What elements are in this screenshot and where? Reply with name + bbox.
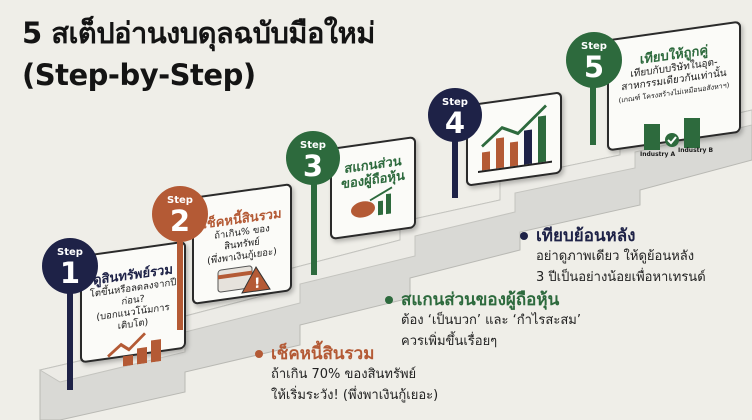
step-1-card: ดูสินทรัพย์รวม โตขึ้นหรือลดลงจากปีก่อน? …: [80, 240, 186, 367]
industry-a-label: Industry A: [640, 151, 676, 158]
industry-b-label: Industry B: [678, 147, 714, 154]
step-label: Step: [57, 247, 83, 258]
step-label: Step: [167, 195, 193, 206]
step-label: Step: [300, 140, 326, 151]
step-1-badge: Step 1: [42, 238, 98, 294]
page-subtitle: (Step-by-Step): [22, 58, 256, 92]
step-label: Step: [442, 97, 468, 108]
credit-card-warning-icon: !: [217, 265, 271, 294]
note-line: อย่าดูภาพเดียว ให้ดูย้อนหลัง: [536, 249, 695, 264]
note-heading: สแกนส่วนของผู้ถือหุ้น: [401, 290, 560, 310]
step-number: 4: [444, 106, 466, 140]
step-5-badge: Step 5: [566, 32, 622, 88]
step-4-pole: [452, 138, 458, 198]
step-1-pole: [67, 280, 73, 390]
bar-chart-growth-icon: [478, 104, 552, 174]
bullet-icon: [520, 232, 528, 240]
note-compare-history: เทียบย้อนหลัง อย่าดูภาพเดียว ให้ดูย้อนหล…: [520, 226, 706, 288]
step-number: 2: [169, 204, 191, 238]
svg-text:!: !: [254, 275, 260, 292]
bullet-icon: [255, 350, 263, 358]
step-3-badge: Step 3: [286, 131, 340, 185]
note-shareholder-equity: สแกนส่วนของผู้ถือหุ้น ต้อง ‘เป็นบวก’ และ…: [385, 290, 581, 352]
note-line: 3 ปีเป็นอย่างน้อยเพื่อหาเทรนด์: [536, 270, 706, 285]
step-3-card: สแกนส่วน ของผู้ถือหุ้น: [330, 135, 416, 241]
page-title: 5 สเต็ปอ่านงบดุลฉบับมือใหม่: [22, 16, 375, 50]
step-3-pole: [311, 180, 317, 275]
step-2-card: เช็คหนี้สินรวม ถ้าเกิน% ของสินทรัพย์ (พึ…: [192, 182, 292, 306]
step-number: 5: [583, 50, 605, 84]
note-total-liabilities: เช็คหนี้สินรวม ถ้าเกิน 70% ของสินทรัพย์ …: [255, 344, 438, 406]
step-number: 1: [59, 256, 81, 290]
step-4-badge: Step 4: [428, 88, 482, 142]
step-2-badge: Step 2: [152, 186, 208, 242]
step-label: Step: [581, 41, 607, 52]
step-5-pole: [590, 85, 596, 145]
note-line: ถ้าเกิน 70% ของสินทรัพย์: [271, 367, 417, 382]
step-2-pole: [177, 230, 183, 330]
piggy-bank-growth-icon: [351, 186, 393, 218]
buildings-compare-icon: [644, 118, 700, 150]
note-heading: เช็คหนี้สินรวม: [271, 344, 375, 364]
note-line: ควรเพิ่มขึ้นเรื่อยๆ: [401, 334, 498, 349]
step-4-card: [466, 91, 562, 187]
bullet-icon: [385, 296, 393, 304]
coins-growth-icon: [107, 332, 161, 367]
note-heading: เทียบย้อนหลัง: [536, 226, 636, 246]
note-line: ต้อง ‘เป็นบวก’ และ ‘กำไรสะสม’: [401, 313, 581, 328]
note-line: ให้เริ่มระวัง! (พึ่งพาเงินกู้เยอะ): [271, 388, 439, 403]
step-number: 3: [302, 149, 324, 183]
